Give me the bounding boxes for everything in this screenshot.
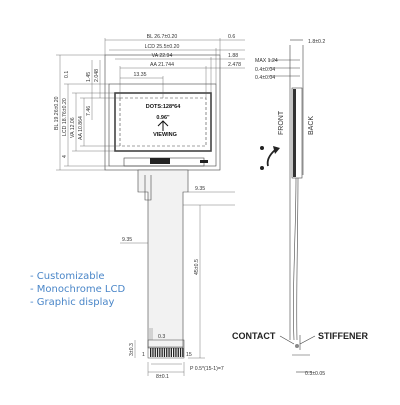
eye-icon-2 [260,166,264,170]
dim-fpc-length: 45±0.5 [194,259,200,275]
dim-fpc-width: 8±0.1 [156,374,169,380]
dim-lcd-width: LCD 25.5±0.20 [145,44,180,50]
dim-pitch: P 0.5*(15-1)=7 [190,366,224,372]
dim-bottom: 0.3±0.05 [305,371,325,377]
driver-ic [150,158,170,164]
viewing-label: VIEWING [153,132,177,138]
dim-top-145: 1.45 [86,72,92,82]
pin1-marker [200,160,208,163]
size-label: 0.96" [156,115,170,121]
dim-r-06: 0.6 [228,34,235,40]
dim-left-offset: 13.35 [134,72,147,78]
dim-top-2048: 2.048 [94,69,100,82]
dim-pin-03: 0.3 [158,334,165,340]
eye-icon [260,146,264,150]
viewing-arrow-icon [266,149,276,167]
dim-bl-height: BL 19.26±0.20 [54,96,60,130]
dim-r-2478: 2.478 [228,62,241,68]
side-profile [291,87,303,179]
front-label: FRONT [278,110,285,135]
feature-item: - Graphic display [30,297,115,308]
fpc-slot [144,175,152,201]
dim-side-4: 4 [62,155,68,158]
dim-side-746: 7.46 [86,106,92,116]
dim-pin-15: 15 [186,352,192,358]
dim-bl-width: BL 26.7±0.20 [147,34,178,40]
contact-label: CONTACT [232,331,276,341]
dim-va-height: VA 12.06 [70,117,76,138]
side-glass [293,89,296,177]
dim-fpc-935-right: 9.35 [195,186,205,192]
dim-aa-height: AA 10.864 [78,116,84,140]
dim-va-width: VA 22.94 [152,53,173,59]
dim-thickness: 1.8±0.2 [308,39,325,45]
back-label: BACK [308,116,315,135]
stiffener-label: STIFFENER [318,331,369,341]
dim-lcd-height: LCD 18.76±0.20 [62,98,68,136]
up-arrow-icon [157,120,169,131]
dim-max: MAX 1.24 [255,58,278,64]
dim-aa-width: AA 21.744 [150,62,174,68]
contact-pins [150,348,184,357]
feature-list: - Customizable - Monochrome LCD - Graphi… [30,270,125,309]
feature-item: - Customizable [30,271,105,282]
dim-r-188: 1.88 [228,53,238,59]
backlight-outline [104,54,221,171]
dim-fpc-935-left: 9.35 [122,237,132,243]
contact-dot [295,344,299,348]
dim-t1: 0.4±0.04 [255,67,275,73]
dim-pin-1: 1 [142,352,145,358]
dots-label: DOTS:128*64 [146,104,181,110]
feature-item: - Monochrome LCD [30,284,126,295]
fpc-tail [137,169,189,349]
dim-t2: 0.4±0.04 [255,75,275,81]
dim-pin-3: 3±0.3 [129,343,135,356]
dim-top-01: 0.1 [64,71,70,78]
side-fpc [293,177,297,341]
